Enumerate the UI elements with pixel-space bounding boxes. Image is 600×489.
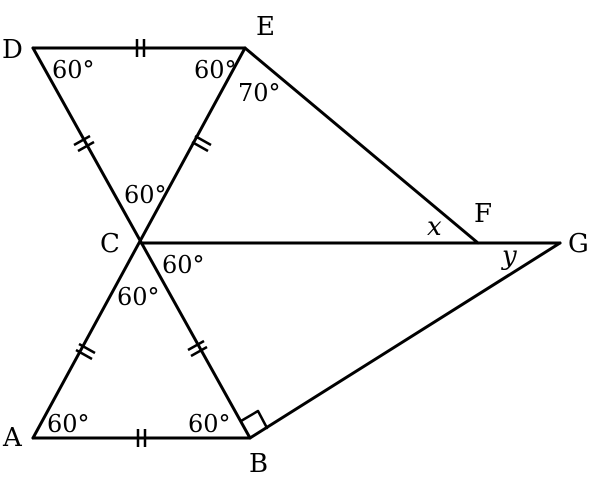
segment-ef (243, 46, 480, 245)
right-angle-marker (239, 409, 269, 430)
angle-label-e-right: 70° (238, 79, 281, 107)
point-label-e: E (256, 12, 275, 42)
segment-ea (31, 46, 247, 440)
angle-label-a: 60° (47, 410, 90, 438)
angle-label-b: 60° (188, 410, 231, 438)
angle-variable-y: y (501, 241, 517, 271)
point-label-g: G (568, 229, 589, 259)
angle-label-d: 60° (52, 56, 95, 84)
tick-marks-dc (73, 134, 95, 153)
tick-marks-cb (187, 339, 208, 358)
segment-bg (248, 241, 562, 440)
tick-marks-ab (136, 429, 147, 447)
tick-marks-ca (75, 342, 96, 361)
angle-label-e-left: 60° (194, 56, 237, 84)
point-label-f: F (474, 199, 492, 229)
tick-marks-ec (191, 134, 212, 153)
angle-label-c-right: 60° (162, 251, 205, 279)
angle-label-c-bottom: 60° (117, 283, 160, 311)
point-label-a: A (2, 423, 23, 453)
angle-variable-x: x (427, 212, 442, 242)
tick-marks-de (135, 39, 146, 57)
point-label-d: D (2, 35, 23, 65)
point-label-c: C (100, 229, 120, 259)
angle-label-c-top: 60° (124, 181, 167, 209)
point-label-b: B (249, 449, 268, 479)
